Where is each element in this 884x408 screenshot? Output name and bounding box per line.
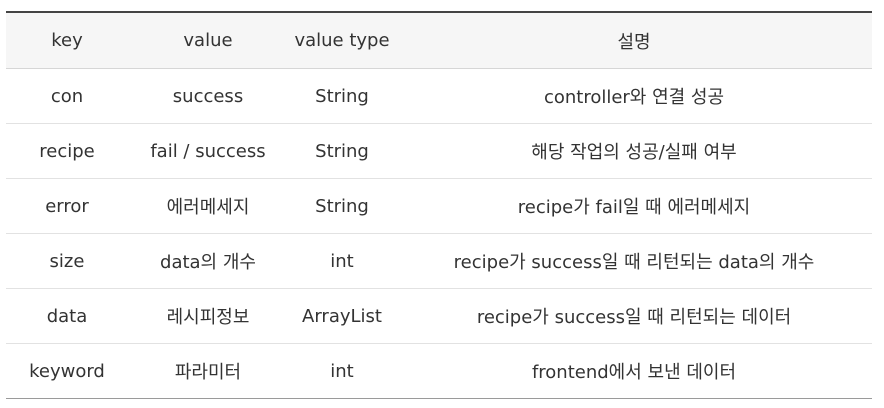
- cell-description: recipe가 success일 때 리턴되는 데이터: [396, 288, 872, 344]
- cell-value-type: int: [288, 343, 396, 399]
- cell-key: recipe: [6, 123, 128, 179]
- table-row: recipe fail / success String 해당 작업의 성공/실…: [6, 123, 872, 179]
- header-value: value: [128, 12, 288, 69]
- table-row: size data의 개수 int recipe가 success일 때 리턴되…: [6, 233, 872, 289]
- api-response-table-container: key value value type 설명 con success Stri…: [6, 11, 872, 399]
- cell-value: 에러메세지: [128, 178, 288, 234]
- cell-value-type: String: [288, 68, 396, 124]
- cell-value: 레시피정보: [128, 288, 288, 344]
- cell-value: 파라미터: [128, 343, 288, 399]
- cell-value-type: int: [288, 233, 396, 289]
- table-row: data 레시피정보 ArrayList recipe가 success일 때 …: [6, 288, 872, 344]
- table-row: keyword 파라미터 int frontend에서 보낸 데이터: [6, 343, 872, 399]
- cell-description: frontend에서 보낸 데이터: [396, 343, 872, 399]
- cell-value-type: String: [288, 123, 396, 179]
- cell-key: error: [6, 178, 128, 234]
- cell-value: success: [128, 68, 288, 124]
- cell-description: recipe가 success일 때 리턴되는 data의 개수: [396, 233, 872, 289]
- cell-key: size: [6, 233, 128, 289]
- header-key: key: [6, 12, 128, 69]
- table-body: con success String controller와 연결 성공 rec…: [6, 68, 872, 399]
- api-response-table: key value value type 설명 con success Stri…: [6, 11, 872, 399]
- table-header: key value value type 설명: [6, 12, 872, 69]
- cell-value: data의 개수: [128, 233, 288, 289]
- header-row: key value value type 설명: [6, 12, 872, 69]
- header-value-type: value type: [288, 12, 396, 69]
- header-description: 설명: [396, 12, 872, 69]
- cell-key: keyword: [6, 343, 128, 399]
- cell-description: 해당 작업의 성공/실패 여부: [396, 123, 872, 179]
- cell-description: recipe가 fail일 때 에러메세지: [396, 178, 872, 234]
- cell-key: con: [6, 68, 128, 124]
- cell-description: controller와 연결 성공: [396, 68, 872, 124]
- table-row: con success String controller와 연결 성공: [6, 68, 872, 124]
- table-row: error 에러메세지 String recipe가 fail일 때 에러메세지: [6, 178, 872, 234]
- cell-value: fail / success: [128, 123, 288, 179]
- cell-value-type: String: [288, 178, 396, 234]
- cell-value-type: ArrayList: [288, 288, 396, 344]
- cell-key: data: [6, 288, 128, 344]
